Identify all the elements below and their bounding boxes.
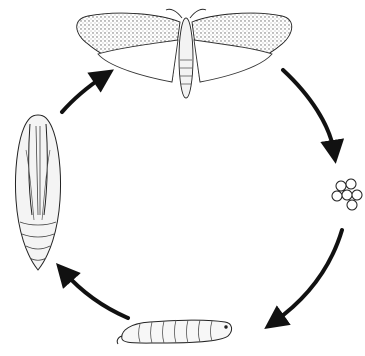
moth-body: [179, 18, 193, 98]
arrow-adult-to-eggs: [283, 70, 334, 152]
eggs-icon: [332, 179, 362, 210]
arrow-larva-to-pupa: [64, 272, 128, 318]
arrow-pupa-to-adult: [62, 76, 104, 112]
pupa-icon: [16, 115, 61, 270]
moth-icon: [77, 9, 292, 98]
arrow-eggs-to-larva: [274, 230, 342, 322]
larva-icon: [117, 320, 231, 344]
